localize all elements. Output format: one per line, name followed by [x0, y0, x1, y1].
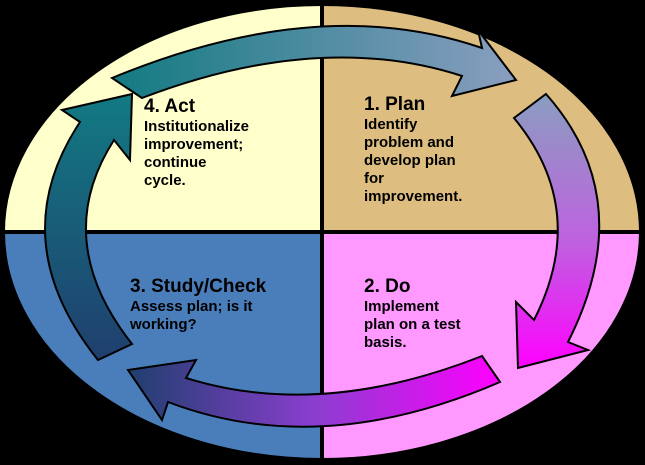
plan-description: Identify problem and develop plan for im…: [364, 116, 463, 205]
plan-label: 1. Plan Identify problem and develop pla…: [364, 94, 524, 206]
arrow-do-to-study: [126, 354, 502, 428]
study-title: 3. Study/Check: [130, 276, 267, 297]
do-label: 2. Do Implement plan on a test basis.: [364, 276, 534, 352]
study-label: 3. Study/Check Assess plan; is it workin…: [130, 276, 320, 334]
act-description: Institutionalize improvement; continue c…: [144, 118, 249, 189]
arrow-act-to-plan: [109, 24, 518, 100]
act-label: 4. Act Institutionalize improvement; con…: [144, 96, 314, 190]
do-description: Implement plan on a test basis.: [364, 298, 461, 351]
act-title: 4. Act: [144, 96, 196, 117]
do-title: 2. Do: [364, 276, 411, 297]
study-description: Assess plan; is it working?: [130, 298, 253, 333]
arrow-plan-to-do: [512, 92, 601, 370]
arrow-study-to-act: [44, 92, 134, 362]
plan-title: 1. Plan: [364, 94, 426, 115]
